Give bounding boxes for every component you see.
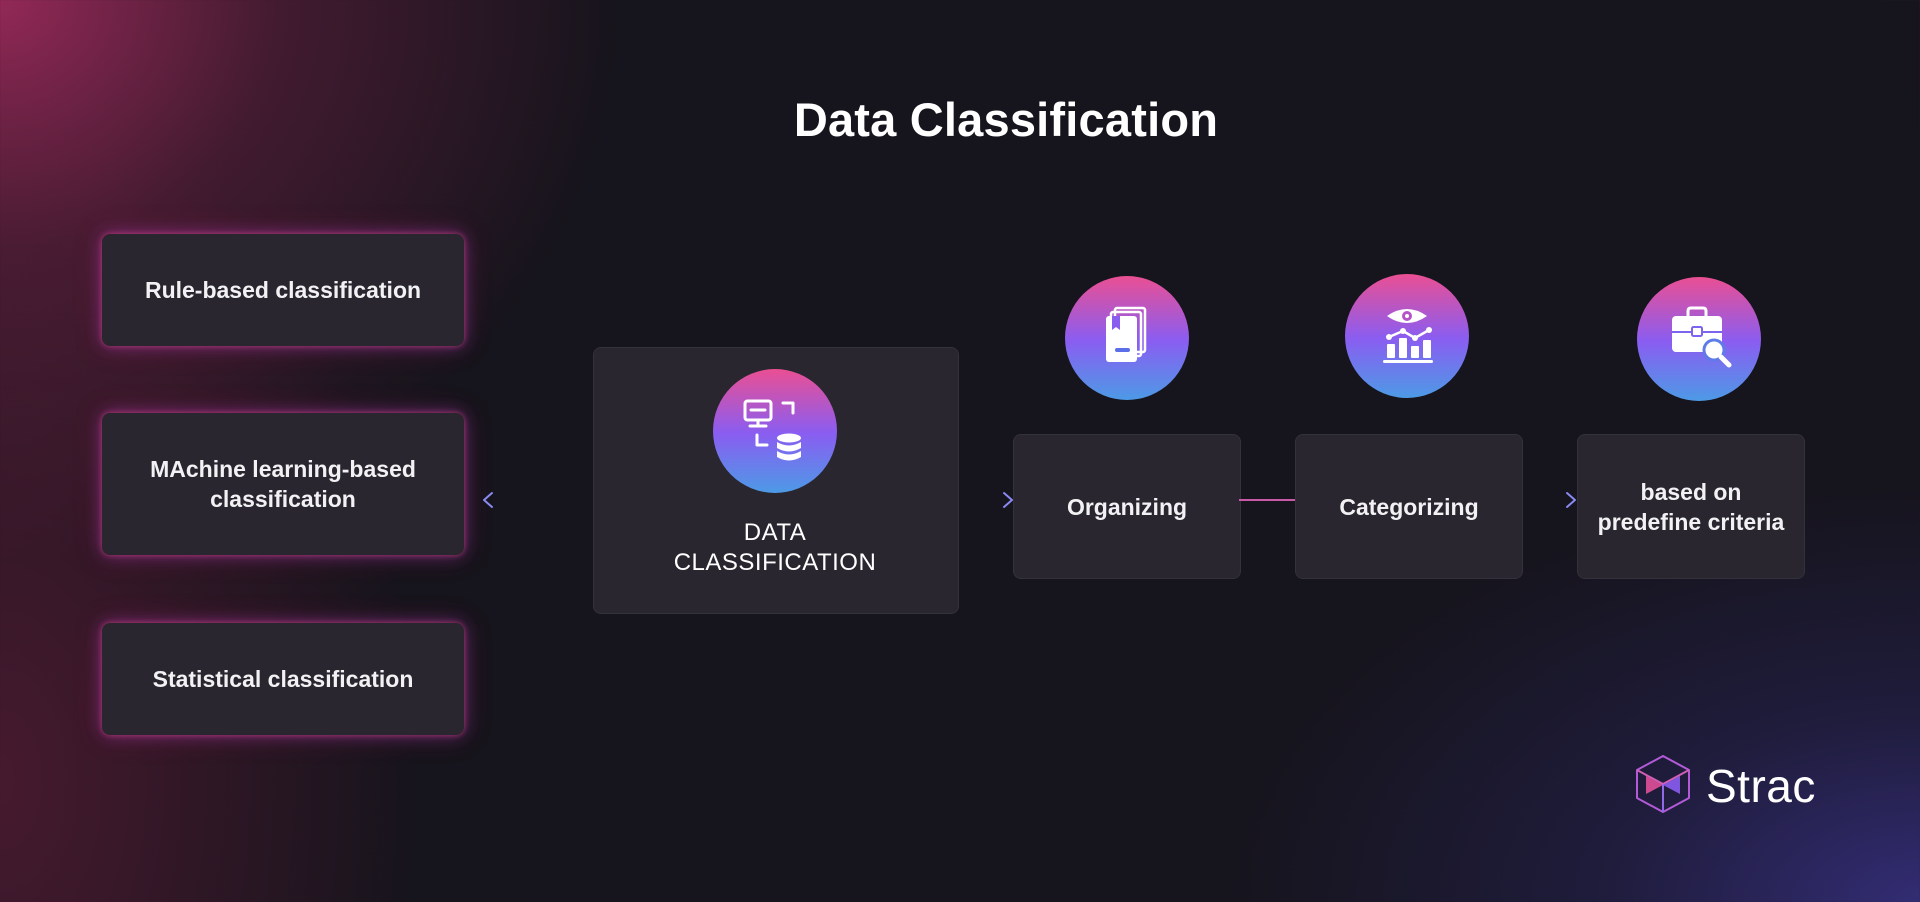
step-icon-circle-categorizing bbox=[1345, 274, 1469, 398]
step-label: Categorizing bbox=[1339, 493, 1479, 520]
center-label: DATA CLASSIFICATION bbox=[593, 518, 957, 578]
step-label-line1: based on bbox=[1640, 478, 1742, 505]
strac-logo-icon bbox=[1632, 754, 1694, 819]
method-box-machine-learning: MAchine learning-based classification bbox=[102, 413, 464, 555]
center-label-line1: DATA bbox=[743, 519, 807, 546]
brand-logo: Strac bbox=[1632, 754, 1816, 819]
brand-name: Strac bbox=[1706, 760, 1816, 812]
arrow-to-methods bbox=[483, 492, 577, 508]
step-icon-circle-organizing bbox=[1065, 276, 1189, 400]
step-box-criteria: based on predefine criteria bbox=[1577, 434, 1805, 579]
center-icon-circle bbox=[713, 369, 837, 493]
step-box-categorizing: Categorizing bbox=[1295, 434, 1523, 579]
page-title: Data Classification bbox=[793, 93, 1219, 146]
computer-database-icon bbox=[739, 393, 811, 470]
analytics-eye-icon bbox=[1373, 300, 1441, 373]
step-label: Organizing bbox=[1066, 493, 1188, 520]
method-box-statistical: Statistical classification bbox=[102, 623, 464, 735]
briefcase-search-icon bbox=[1664, 302, 1734, 377]
step-box-organizing: Organizing bbox=[1013, 434, 1241, 579]
step-icon-circle-criteria bbox=[1637, 277, 1761, 401]
method-label: Rule-based classification bbox=[144, 277, 422, 303]
center-label-line2: CLASSIFICATION bbox=[673, 549, 877, 576]
method-box-rule-based: Rule-based classification bbox=[102, 234, 464, 346]
step-label-line2: predefine criteria bbox=[1597, 508, 1785, 535]
method-label: MAchine learning-based classification bbox=[150, 456, 416, 512]
documents-icon bbox=[1097, 304, 1157, 373]
arrow-to-organizing bbox=[960, 492, 1013, 508]
arrow-to-criteria bbox=[1520, 492, 1576, 508]
method-label: Statistical classification bbox=[152, 666, 414, 692]
